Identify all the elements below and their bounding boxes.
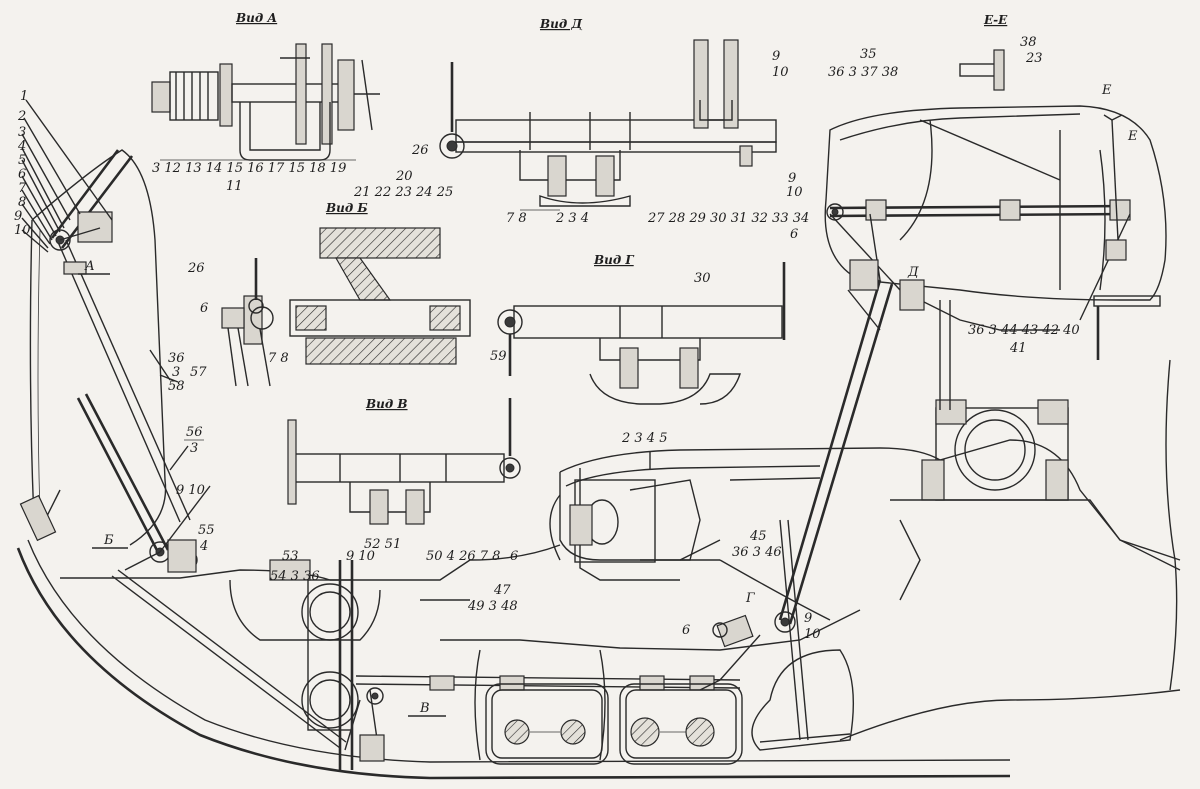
callout-label: 2 3 4 [555, 211, 589, 226]
shaft-bearings [269, 559, 359, 770]
callout-label: 7 8 [268, 351, 289, 366]
callout-label: 9 10 [346, 549, 375, 564]
callout-label: 10 [786, 185, 803, 200]
callout-label: 2 3 4 5 [621, 431, 667, 446]
callout-label: 20 [395, 169, 413, 184]
callout-label: 1 [20, 89, 28, 104]
callout-label: 58 [168, 379, 185, 394]
callout-label: 27 28 29 30 31 32 33 34 [647, 211, 809, 226]
arrow-d-label: Д [907, 265, 919, 280]
callout-label: 3 12 13 14 15 16 17 15 18 19 [152, 161, 346, 176]
transmission-casing [549, 439, 1181, 621]
callout-labels: 1 2 3 4 5 6 7 8 9 10 36 3 58 57 56 3 9 1… [14, 35, 1080, 642]
callout-label: 2 [17, 109, 26, 124]
right-vertical-linkage [699, 279, 894, 751]
callout-label: 21 22 23 24 25 [353, 185, 453, 200]
callout-label: 38 [1020, 35, 1037, 50]
view-d-title: Вид Д [539, 17, 582, 31]
arrow-g-label: Г [745, 591, 755, 606]
callout-label: 36 3 44 43 42 40 [968, 323, 1080, 338]
view-g [497, 262, 786, 405]
section-ee [824, 49, 1167, 360]
view-b-title: Вид Б [325, 201, 368, 215]
callout-label: 6 [510, 549, 518, 564]
view-v [287, 398, 521, 525]
view-b [221, 227, 471, 387]
callout-label: 47 [493, 583, 511, 598]
view-a-title: Вид А [235, 11, 277, 25]
callout-label: 9 [14, 209, 22, 224]
callout-label: 57 [190, 365, 207, 380]
callout-label: 56 [186, 425, 203, 440]
callout-label: 6 [200, 301, 208, 316]
callout-label: 9 [804, 611, 812, 626]
callout-label: 36 [168, 351, 185, 366]
callout-label: 4 [199, 539, 208, 554]
section-ee-title: Е-Е [983, 13, 1008, 27]
callout-label: 49 3 48 [467, 599, 518, 614]
callout-label: 3 [190, 441, 198, 456]
callout-label: 36 3 46 [732, 545, 782, 560]
callout-label: 10 [772, 65, 789, 80]
right-bearing-housing [890, 300, 1181, 601]
callout-label: 8 [18, 195, 26, 210]
callout-label: 50 4 26 7 8 [426, 549, 500, 564]
callout-label: 36 3 37 38 [828, 65, 898, 80]
callout-label: 54 3 36 [270, 569, 320, 584]
callout-label: 52 51 [364, 537, 401, 552]
callout-label: 7 [18, 181, 27, 196]
callout-label: 30 [694, 271, 711, 286]
callout-label: 3 [172, 365, 180, 380]
callout-label: 45 [749, 529, 767, 544]
arrow-e1-label: Е [1101, 83, 1112, 98]
callout-label: 10 [14, 223, 31, 238]
right-hull-wall [839, 359, 1181, 741]
callout-label: 41 [1009, 341, 1027, 356]
lower-center-rods [344, 675, 741, 762]
arrow-a-label: А [84, 259, 95, 274]
view-g-title: Вид Г [593, 253, 634, 267]
callout-label: 9 10 [176, 483, 205, 498]
callout-label: 3 [18, 125, 26, 140]
arrow-b-label: Б [103, 533, 114, 548]
callout-label: 7 8 [506, 211, 527, 226]
arrow-v-label: В [419, 701, 430, 716]
view-a [151, 43, 380, 161]
callout-label: 10 [804, 627, 821, 642]
arrow-e2-label: Е [1127, 129, 1138, 144]
upper-lever-linkage [21, 99, 191, 523]
callout-label: 6 [790, 227, 798, 242]
view-v-title: Вид В [365, 397, 408, 411]
callout-label: 4 [17, 139, 26, 154]
callout-label: 23 [1025, 51, 1043, 66]
hull-floor [60, 544, 861, 761]
view-d [439, 39, 777, 211]
callout-label: 26 [187, 261, 205, 276]
callout-label: 55 [198, 523, 215, 538]
view-titles: Вид А Вид Д Вид Б Вид Г Вид В Е-Е [235, 11, 1008, 411]
view-arrows: А Б В Г Д Е Е [78, 83, 1138, 717]
callout-label: 9 [772, 49, 780, 64]
callout-label: 5 [18, 153, 26, 168]
callout-label: 6 [682, 623, 690, 638]
callout-label: 9 [788, 171, 796, 186]
callout-label: 26 [411, 143, 429, 158]
callout-label: 59 [490, 349, 507, 364]
callout-label: 11 [226, 179, 243, 194]
gearbox-housing [485, 683, 743, 765]
callout-label: 35 [860, 47, 877, 62]
callout-label: 53 [282, 549, 299, 564]
callout-label: 6 [18, 167, 26, 182]
